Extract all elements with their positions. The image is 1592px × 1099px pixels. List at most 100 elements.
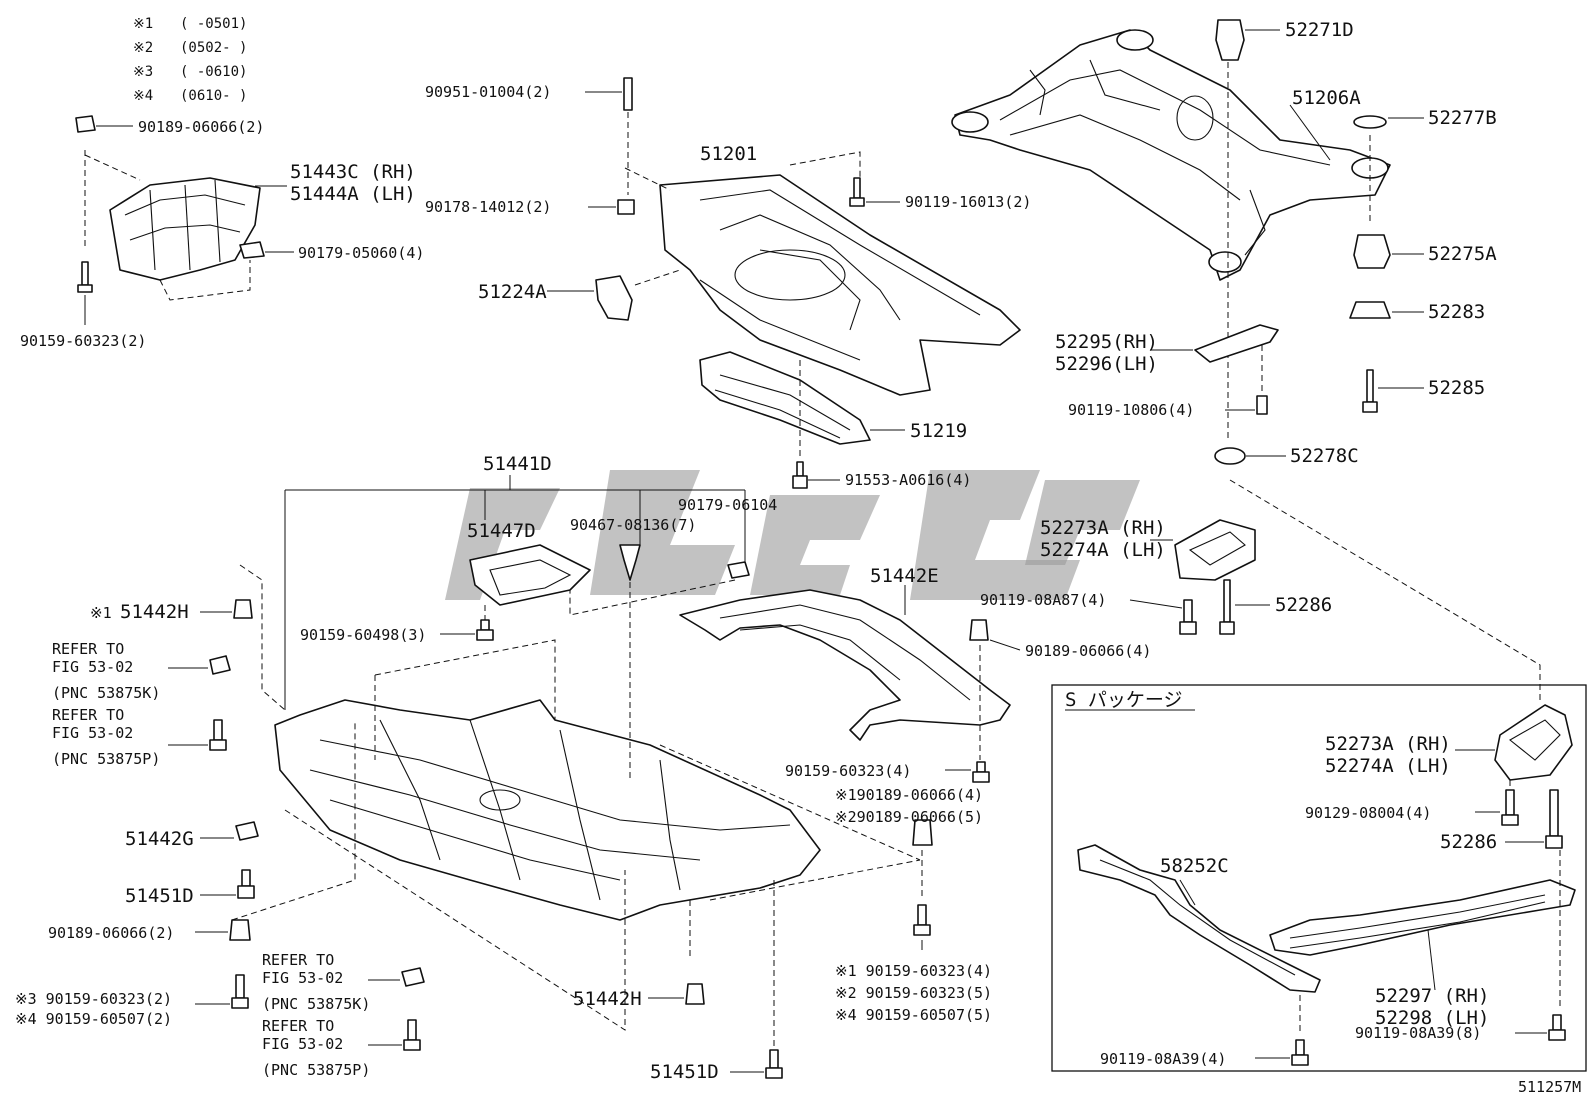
plate-51219 [699, 351, 905, 460]
washer-52278C [1214, 447, 1286, 465]
label-s1-90159-60323: ※1 90159-60323(4) [835, 962, 992, 980]
label-s3-90159: ※3 90159-60323(2) [15, 990, 172, 1008]
under-cover-main-part [231, 564, 921, 1031]
label-51447D: 51447D [467, 520, 536, 542]
label-51441D: 51441D [483, 453, 552, 475]
label-s2-90159-60323: ※2 90159-60323(5) [835, 984, 992, 1002]
bolt-90951-01004 [585, 77, 633, 195]
bolt-90159-60323-right [913, 904, 931, 950]
s-package-box [1051, 684, 1587, 1072]
label-90119-10806: 90119-10806(4) [1068, 401, 1194, 419]
label-90159-60323-2: 90159-60323(2) [20, 332, 146, 350]
label-90159-60323-4: 90159-60323(4) [785, 762, 911, 780]
label-90189-06066-mid: 90189-06066(4) [1025, 642, 1151, 660]
label-90119-08A39-8: 90119-08A39(8) [1355, 1024, 1481, 1042]
label-51443C: 51443C (RH) [290, 161, 416, 183]
label-51442H-top-mark: ※1 [90, 604, 112, 622]
bolt-90129-08004 [1475, 780, 1519, 826]
label-90119-16013: 90119-16013(2) [905, 193, 1031, 211]
front-crossmember-part [624, 151, 1021, 396]
label-s4-90159: ※4 90159-60507(2) [15, 1010, 172, 1028]
label-52277B: 52277B [1428, 107, 1497, 129]
label-90189-06066-low: 90189-06066(2) [48, 924, 174, 942]
bolt-90119-08A39-4 [1255, 1039, 1309, 1066]
label-s2-90189: ※290189-06066(5) [835, 808, 983, 826]
label-refer-2b: FIG 53-02 [52, 724, 133, 742]
legend-range-4: (0610- ) [180, 88, 247, 104]
label-51442G: 51442G [125, 828, 194, 850]
under-cover-bracket-lines [284, 475, 746, 710]
label-s-package-title: S パッケージ [1065, 689, 1183, 711]
label-90467-08136: 90467-08136(7) [570, 516, 696, 534]
label-refer-2c: (PNC 53875P) [52, 750, 160, 768]
label-51206A: 51206A [1292, 87, 1361, 109]
label-refer-3c: (PNC 53875K) [262, 995, 370, 1013]
label-refer-3a: REFER TO [262, 951, 334, 969]
side-cover-part [84, 150, 261, 301]
label-refer-4c: (PNC 53875P) [262, 1061, 370, 1079]
label-s1-90189: ※190189-06066(4) [835, 786, 983, 804]
plate-51447D [469, 544, 591, 625]
bolt-52286-top [1219, 579, 1270, 635]
label-90159-60498: 90159-60498(3) [300, 626, 426, 644]
label-refer-3b: FIG 53-02 [262, 969, 343, 987]
bolt-90159-60323-left [195, 974, 249, 1009]
member-52273A-box [1455, 704, 1573, 781]
bolt-90159-60323-4 [945, 761, 990, 783]
bolt-51451D-bottom [730, 880, 783, 1079]
label-51219: 51219 [910, 420, 967, 442]
label-refer-4a: REFER TO [262, 1017, 334, 1035]
clip-51442H-bottom [648, 983, 705, 1005]
brace-58252C [1077, 844, 1321, 1035]
legend-mark-3: ※3 [133, 64, 153, 80]
legend-range-2: (0502- ) [180, 40, 247, 56]
bolt-52285 [1362, 369, 1424, 413]
clip-90189-top [75, 115, 133, 133]
cushion-52271D [1215, 19, 1280, 61]
nut-90179-05060 [239, 241, 294, 259]
legend-mark-4: ※4 [133, 88, 153, 104]
label-refer-1a: REFER TO [52, 640, 124, 658]
label-52286-box: 52286 [1440, 831, 1497, 853]
label-52297: 52297 (RH) [1375, 985, 1489, 1007]
clip-51442H-top [200, 599, 253, 619]
label-52274A-box: 52274A (LH) [1325, 755, 1451, 777]
label-52295: 52295(RH) [1055, 331, 1158, 353]
watermark-logo [445, 470, 1140, 600]
nut-refer-3 [368, 967, 425, 987]
cover-51442E [679, 585, 1011, 741]
nut-90178-14012 [588, 199, 635, 215]
label-58252C: 58252C [1160, 855, 1229, 877]
label-90129-08004: 90129-08004(4) [1305, 804, 1431, 822]
label-90119-08A87: 90119-08A87(4) [980, 591, 1106, 609]
label-51201: 51201 [700, 143, 757, 165]
label-90189-06066-top: 90189-06066(2) [138, 118, 264, 136]
label-refer-1c: (PNC 53875K) [52, 684, 160, 702]
arm-52295-52296 [1150, 324, 1279, 395]
clip-90189-06066-right [912, 819, 933, 900]
label-refer-2a: REFER TO [52, 706, 124, 724]
bolt-refer-4 [368, 1019, 421, 1051]
label-51442E: 51442E [870, 565, 939, 587]
label-s4-90159-60507: ※4 90159-60507(5) [835, 1006, 992, 1024]
bracket-51224A [547, 275, 633, 321]
bolt-91553-A0616 [792, 461, 840, 489]
nut-90179-06104 [569, 561, 750, 616]
clip-51442G [200, 821, 259, 841]
brace-52297-52298 [1269, 850, 1576, 1010]
part-labels: 90189-06066(2) 51443C (RH) 51444A (LH) 9… [15, 19, 1581, 1096]
label-52273A-box: 52273A (RH) [1325, 733, 1451, 755]
clip-90189-06066-mid [969, 619, 1021, 760]
label-52298: 52298 (LH) [1375, 1007, 1489, 1029]
bolt-90159-60498 [440, 619, 494, 641]
legend-mark-1: ※1 [133, 16, 153, 32]
label-51442H-top: 51442H [120, 601, 189, 623]
legend-range-1: ( -0501) [180, 16, 247, 32]
label-51444A: 51444A (LH) [290, 183, 416, 205]
bolt-90119-08A87 [1129, 599, 1197, 635]
cushion-52275A [1353, 234, 1424, 269]
stopper-52283 [1349, 301, 1424, 319]
label-52275A: 52275A [1428, 243, 1497, 265]
legend-mark-2: ※2 [133, 40, 153, 56]
label-refer-1b: FIG 53-02 [52, 658, 133, 676]
